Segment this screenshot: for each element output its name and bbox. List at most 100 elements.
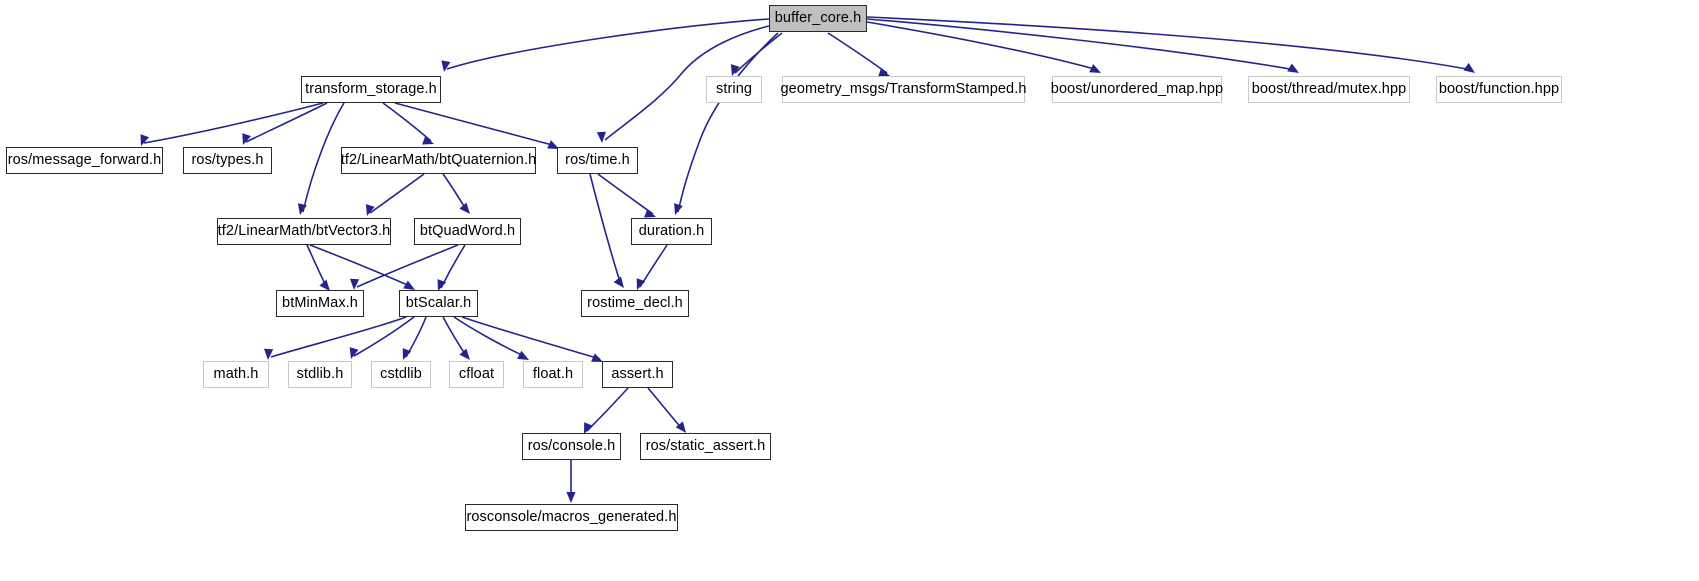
graph-node-label: ros/message_forward.h [7,152,162,169]
graph-edge-arrowhead [1463,62,1475,73]
graph-edge-arrowhead [441,60,451,72]
graph-edge-arrowhead [242,133,251,145]
graph-edge [639,244,668,288]
graph-node-buffer_core[interactable]: buffer_core.h [769,5,867,32]
graph-edge [309,244,413,288]
graph-node-label: ros/types.h [191,152,264,169]
graph-edge-arrowhead [613,276,624,288]
graph-edge-arrowhead [402,348,412,360]
graph-node-label: duration.h [638,223,705,240]
graph-edge-arrowhead [349,278,360,290]
graph-node-label: geometry_msgs/TransformStamped.h [780,81,1027,98]
graph-edge-arrowhead [1089,63,1101,73]
graph-node-label: tf2/LinearMath/btVector3.h [217,223,391,240]
graph-node-thread_mutex[interactable]: boost/thread/mutex.hpp [1248,76,1410,103]
graph-edge [302,102,345,213]
graph-node-assert_h[interactable]: assert.h [602,361,673,388]
graph-node-ros_types[interactable]: ros/types.h [183,147,272,174]
graph-node-label: ros/console.h [527,438,616,455]
graph-node-cstdlib[interactable]: cstdlib [371,361,431,388]
graph-edge [245,102,328,143]
graph-edge-arrowhead [591,353,603,362]
graph-node-message_forward[interactable]: ros/message_forward.h [6,147,163,174]
graph-edge [866,16,1473,71]
graph-edge-arrowhead [459,202,470,214]
graph-edge-arrowhead [675,421,686,433]
graph-edge [446,18,770,70]
graph-edge-arrowhead [403,280,415,290]
graph-node-transform_storage[interactable]: transform_storage.h [301,76,441,103]
graph-edge-arrowhead [674,203,683,215]
graph-edge [356,244,459,288]
graph-edge-arrowhead [584,422,593,434]
graph-node-btQuadWord[interactable]: btQuadWord.h [414,218,521,245]
graph-edge [440,244,466,289]
graph-edge-arrowhead [517,350,529,360]
graph-node-label: btQuadWord.h [419,223,516,240]
graph-node-label: assert.h [611,366,664,383]
graph-edge [604,25,770,141]
graph-node-static_assert[interactable]: ros/static_assert.h [640,433,771,460]
graph-node-duration[interactable]: duration.h [631,218,712,245]
graph-node-label: ros/time.h [565,152,630,169]
graph-node-label: tf2/LinearMath/btQuaternion.h [340,152,537,169]
graph-edge [586,387,629,432]
graph-node-btScalar[interactable]: btScalar.h [399,290,478,317]
graph-edge [589,173,622,286]
graph-edge [143,102,324,144]
graph-node-label: cstdlib [380,366,422,383]
graph-node-label: string [715,81,753,98]
graph-node-label: boost/function.hpp [1438,81,1560,98]
graph-node-btQuaternion[interactable]: tf2/LinearMath/btQuaternion.h [341,147,536,174]
graph-edge-arrowhead [140,134,150,146]
graph-node-ros_time[interactable]: ros/time.h [557,147,638,174]
graph-node-float_h[interactable]: float.h [523,361,583,388]
graph-node-macros_generated[interactable]: rosconsole/macros_generated.h [465,504,678,531]
graph-edge-arrowhead [730,64,740,76]
graph-node-btVector3[interactable]: tf2/LinearMath/btVector3.h [217,218,391,245]
graph-node-math_h[interactable]: math.h [203,361,269,388]
graph-edge [647,387,684,431]
graph-node-stdlib_h[interactable]: stdlib.h [288,361,352,388]
graph-edge [382,102,432,142]
graph-edge [866,18,1297,71]
graph-edge [866,21,1099,71]
graph-node-label: transform_storage.h [305,81,437,98]
graph-edge [461,316,601,360]
graph-node-label: buffer_core.h [774,10,862,27]
graph-node-label: boost/unordered_map.hpp [1050,81,1224,98]
graph-edge-arrowhead [636,278,646,290]
graph-edge-arrowhead [437,279,447,291]
graph-edge-arrowhead [644,208,656,218]
graph-node-rostime_decl[interactable]: rostime_decl.h [581,290,689,317]
graph-node-label: boost/thread/mutex.hpp [1251,81,1407,98]
graph-node-ros_console[interactable]: ros/console.h [522,433,621,460]
graph-edge-arrowhead [1287,63,1299,73]
graph-node-label: btScalar.h [405,295,472,312]
graph-node-label: math.h [213,366,259,383]
graph-edge [369,173,425,214]
graph-node-string[interactable]: string [706,76,762,103]
graph-node-cfloat[interactable]: cfloat [449,361,504,388]
graph-edge [597,173,654,215]
graph-edge-arrowhead [878,68,890,77]
graph-node-label: stdlib.h [296,366,344,383]
graph-node-label: rosconsole/macros_generated.h [466,509,677,526]
graph-node-btMinMax[interactable]: btMinMax.h [276,290,364,317]
graph-edge [306,244,328,289]
graph-node-label: rostime_decl.h [587,295,683,312]
graph-edge-arrowhead [547,140,559,149]
graph-node-geometry_msgs[interactable]: geometry_msgs/TransformStamped.h [780,76,1027,103]
graph-edge [394,102,557,147]
graph-edge-arrowhead [349,347,359,359]
graph-node-unordered_map[interactable]: boost/unordered_map.hpp [1050,76,1224,103]
graph-edge-arrowhead [459,348,470,360]
graph-node-function_hpp[interactable]: boost/function.hpp [1436,76,1562,103]
graph-edge-arrowhead [319,279,330,291]
graph-node-label: btMinMax.h [282,295,358,312]
graph-edge [827,32,888,74]
graph-edge-arrowhead [365,204,375,216]
graph-edge-arrowhead [566,492,576,503]
